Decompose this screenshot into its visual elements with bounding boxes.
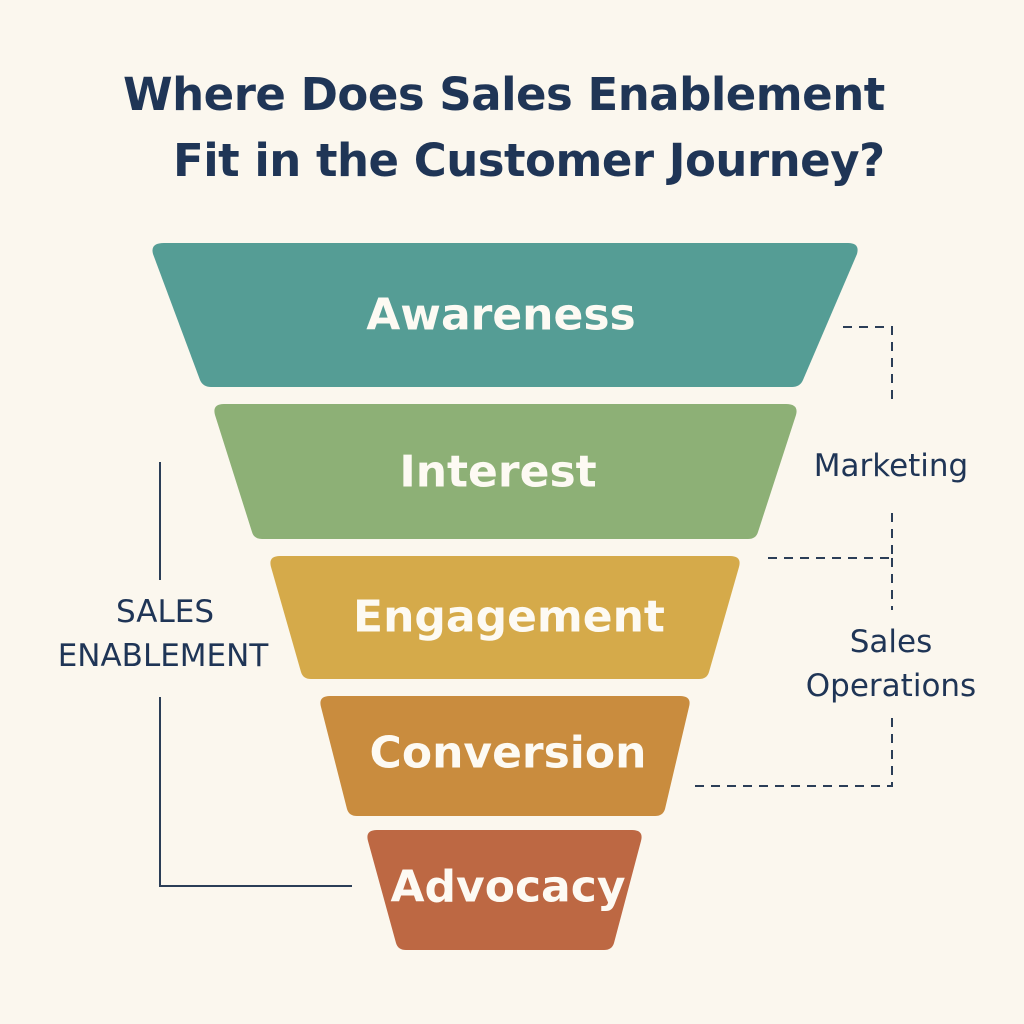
funnel-stage-awareness: Awareness (152, 243, 858, 387)
funnel-stage-advocacy: Advocacy (367, 830, 642, 950)
title-line-1: Where Does Sales Enablement (123, 68, 885, 121)
sales-enablement-label-line-1: SALES (116, 594, 214, 630)
stage-shape-engagement (270, 556, 740, 679)
sales-operations-label-line-1: Sales (850, 624, 933, 660)
stage-label-awareness: Awareness (366, 290, 635, 341)
stage-shape-advocacy (367, 830, 642, 950)
sales-enablement-bracket-bottom-line (159, 697, 352, 887)
sales-enablement-bracket: SALES ENABLEMENT (58, 462, 352, 887)
stage-label-advocacy: Advocacy (391, 862, 626, 913)
stage-label-interest: Interest (399, 447, 596, 498)
stage-label-engagement: Engagement (353, 592, 665, 643)
marketing-bracket-top (843, 326, 893, 404)
sales-enablement-label-line-2: ENABLEMENT (58, 638, 270, 674)
stage-shape-awareness (152, 243, 858, 387)
marketing-bracket: Marketing (763, 326, 969, 559)
page-title: Where Does Sales Enablement Fit in the C… (0, 62, 1024, 194)
marketing-bracket-bottom (763, 513, 893, 559)
title-line-2: Fit in the Customer Journey? (173, 134, 885, 187)
marketing-label: Marketing (814, 448, 969, 484)
stage-shape-conversion (320, 696, 690, 816)
funnel-stage-interest: Interest (214, 404, 797, 539)
stage-label-conversion: Conversion (370, 728, 647, 779)
funnel-stage-conversion: Conversion (320, 696, 690, 816)
funnel-stage-engagement: Engagement (270, 556, 740, 679)
stage-shape-interest (214, 404, 797, 539)
sales-operations-bracket: Sales Operations (694, 558, 976, 787)
sales-operations-bracket-bottom (694, 718, 893, 787)
sales-operations-label-line-2: Operations (806, 668, 976, 704)
